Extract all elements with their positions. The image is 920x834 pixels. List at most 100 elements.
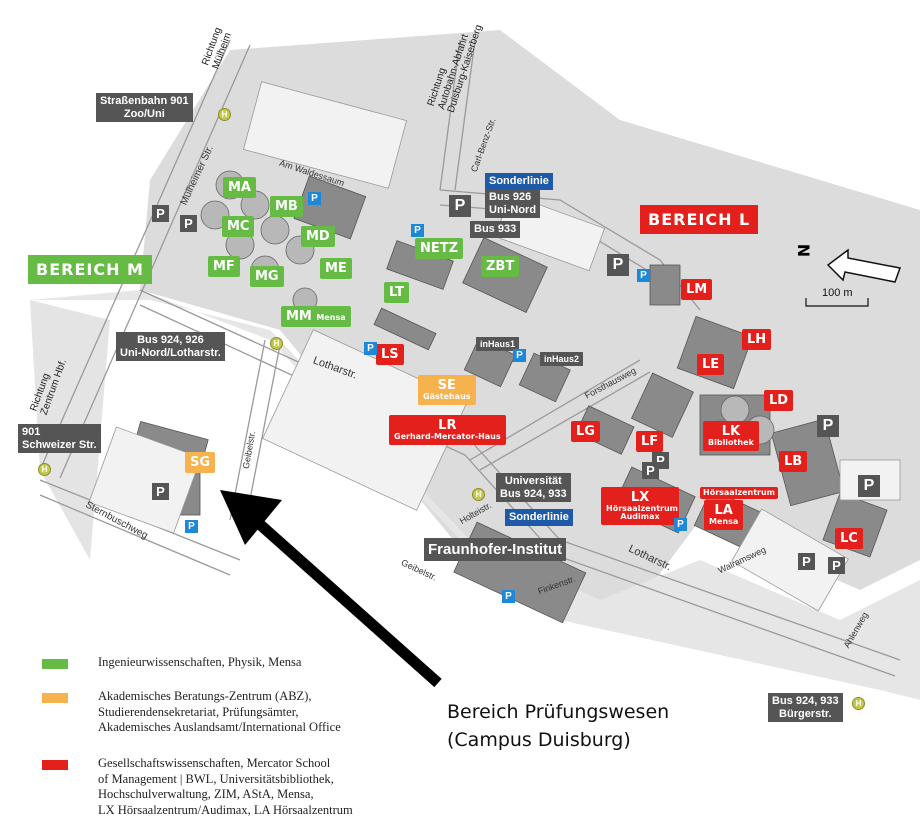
halt-icon: H — [852, 697, 865, 710]
building-la[interactable]: LA Mensa — [704, 500, 744, 530]
building-lm[interactable]: LM — [681, 279, 713, 300]
legend-text-green: Ingenieurwissenschaften, Physik, Mensa — [98, 655, 301, 671]
legend-line: of Management | BWL, Universitätsbibliot… — [98, 771, 334, 786]
building-lk-sub: Bibliothek — [708, 438, 754, 447]
annotation-line-2: (Campus Duisburg) — [447, 728, 631, 751]
building-block — [676, 315, 753, 390]
building-md[interactable]: MD — [301, 226, 335, 247]
outline-block — [88, 426, 202, 534]
building-netz[interactable]: NETZ — [415, 238, 464, 259]
building-lr[interactable]: LR Gerhard-Mercator-Haus — [389, 415, 506, 445]
halt-icon: H — [270, 337, 283, 350]
parking-icon: P — [180, 215, 197, 232]
building-ld[interactable]: LD — [764, 390, 794, 411]
building-lh[interactable]: LH — [742, 329, 772, 350]
stop-sonderlinie-uninord[interactable]: Sonderlinie — [485, 173, 553, 190]
building-hoersaalzentrum[interactable]: Hörsaalzentrum — [700, 487, 779, 499]
halt-icon: H — [218, 108, 231, 121]
building-round — [720, 395, 750, 425]
building-mg[interactable]: MG — [250, 266, 284, 287]
building-mf[interactable]: MF — [208, 256, 240, 277]
building-lk[interactable]: LK Bibliothek — [703, 421, 759, 451]
legend-line: Ingenieurwissenschaften, Physik, Mensa — [98, 655, 302, 669]
building-zbt[interactable]: ZBT — [481, 256, 520, 277]
building-lr-sub: Gerhard-Mercator-Haus — [394, 432, 501, 441]
legend-line: Gesellschaftswissenschaften, Mercator Sc… — [98, 756, 331, 770]
scale-bar — [805, 298, 869, 307]
stop-sonderlinie-universitaet[interactable]: Sonderlinie — [505, 509, 573, 526]
parking-disabled-icon: P — [308, 192, 321, 205]
building-ls[interactable]: LS — [376, 344, 404, 365]
stop-buergerstr[interactable]: Bus 924, 933 Bürgerstr. — [768, 693, 843, 723]
building-lx[interactable]: LX Hörsaalzentrum Audimax — [601, 487, 679, 525]
building-lf[interactable]: LF — [636, 431, 664, 452]
stop-strassenbahn-zoo-uni[interactable]: Straßenbahn 901 Zoo/Uni — [96, 93, 193, 123]
legend-swatch-red — [42, 760, 68, 770]
stop-line: 901 — [22, 426, 41, 438]
building-lb[interactable]: LB — [779, 451, 808, 472]
building-round — [260, 215, 290, 245]
building-lc[interactable]: LC — [835, 528, 863, 549]
stop-line: Bus 924, 933 — [772, 695, 839, 707]
building-block — [373, 307, 437, 351]
legend-line: Studierendensekretariat, Prüfungsämter, — [98, 704, 299, 719]
building-block — [575, 405, 635, 455]
legend-text-orange: Akademisches Beratungs-Zentrum (ABZ), St… — [98, 689, 341, 736]
outline-block — [262, 329, 468, 511]
halt-icon: H — [38, 463, 51, 476]
building-se[interactable]: SE Gästehaus — [418, 375, 476, 405]
parking-icon: P — [858, 475, 880, 497]
parking-disabled-icon: P — [513, 349, 526, 362]
building-se-sub: Gästehaus — [423, 392, 471, 401]
stop-bus926-uninord[interactable]: Bus 926 Uni-Nord — [485, 189, 541, 219]
building-lg[interactable]: LG — [571, 421, 600, 442]
outline-block — [731, 508, 849, 612]
building-ma[interactable]: MA — [223, 177, 256, 198]
parking-icon: P — [607, 254, 629, 276]
stop-schweizer-str[interactable]: 901 Schweizer Str. — [18, 424, 101, 454]
legend-swatch-green — [42, 659, 68, 669]
parking-disabled-icon: P — [411, 224, 424, 237]
building-la-label: LA — [714, 503, 733, 518]
stop-name: Universität — [504, 475, 562, 487]
building-lk-label: LK — [721, 424, 741, 439]
building-me[interactable]: ME — [320, 258, 352, 279]
north-label: N — [794, 243, 814, 258]
building-lx-sub: Hörsaalzentrum Audimax — [606, 504, 679, 521]
annotation-caption: Bereich Prüfungswesen (Campus Duisburg) — [447, 699, 669, 754]
stop-line: Straßenbahn 901 — [100, 95, 189, 107]
parking-icon: P — [642, 462, 659, 479]
lower-ground — [30, 290, 920, 700]
parking-disabled-icon: P — [637, 269, 650, 282]
parking-icon: P — [152, 205, 169, 222]
building-mm[interactable]: MM Mensa — [281, 306, 351, 327]
building-inhaus2[interactable]: inHaus2 — [540, 352, 584, 367]
stop-bus933[interactable]: Bus 933 — [470, 221, 521, 238]
building-mc[interactable]: MC — [222, 216, 255, 237]
building-block — [649, 264, 681, 306]
stop-line: Bus 924, 926 — [137, 334, 204, 346]
stop-universitaet[interactable]: Universität Bus 924, 933 — [496, 473, 571, 503]
parking-icon: P — [817, 415, 839, 437]
parking-icon: P — [798, 553, 815, 570]
pointer-arrow-head — [220, 490, 282, 545]
area-label-m: BEREICH M — [28, 255, 152, 284]
north-arrow — [826, 248, 902, 283]
scale-label: 100 m — [822, 287, 853, 299]
legend-line: Akademisches Beratungs-Zentrum (ABZ), — [98, 689, 312, 703]
building-lr-label: LR — [438, 418, 457, 433]
legend-line: Akademisches Auslandsamt/International O… — [98, 720, 341, 735]
building-fraunhofer[interactable]: Fraunhofer-Institut — [424, 538, 567, 562]
building-lt[interactable]: LT — [384, 282, 409, 303]
building-mb[interactable]: MB — [270, 196, 303, 217]
parking-icon: P — [152, 483, 169, 500]
stop-lotharstr[interactable]: Bus 924, 926 Uni-Nord/Lotharstr. — [116, 332, 225, 362]
outline-block — [243, 81, 407, 189]
parking-disabled-icon: P — [185, 520, 198, 533]
building-inhaus1[interactable]: inHaus1 — [476, 337, 520, 352]
parking-disabled-icon: P — [674, 518, 687, 531]
stop-name: Bürgerstr. — [779, 707, 832, 720]
building-sg[interactable]: SG — [185, 452, 216, 473]
legend-line: Hochschulverwaltung, ZIM, AStA, Mensa, — [98, 787, 314, 802]
building-le[interactable]: LE — [697, 354, 725, 375]
